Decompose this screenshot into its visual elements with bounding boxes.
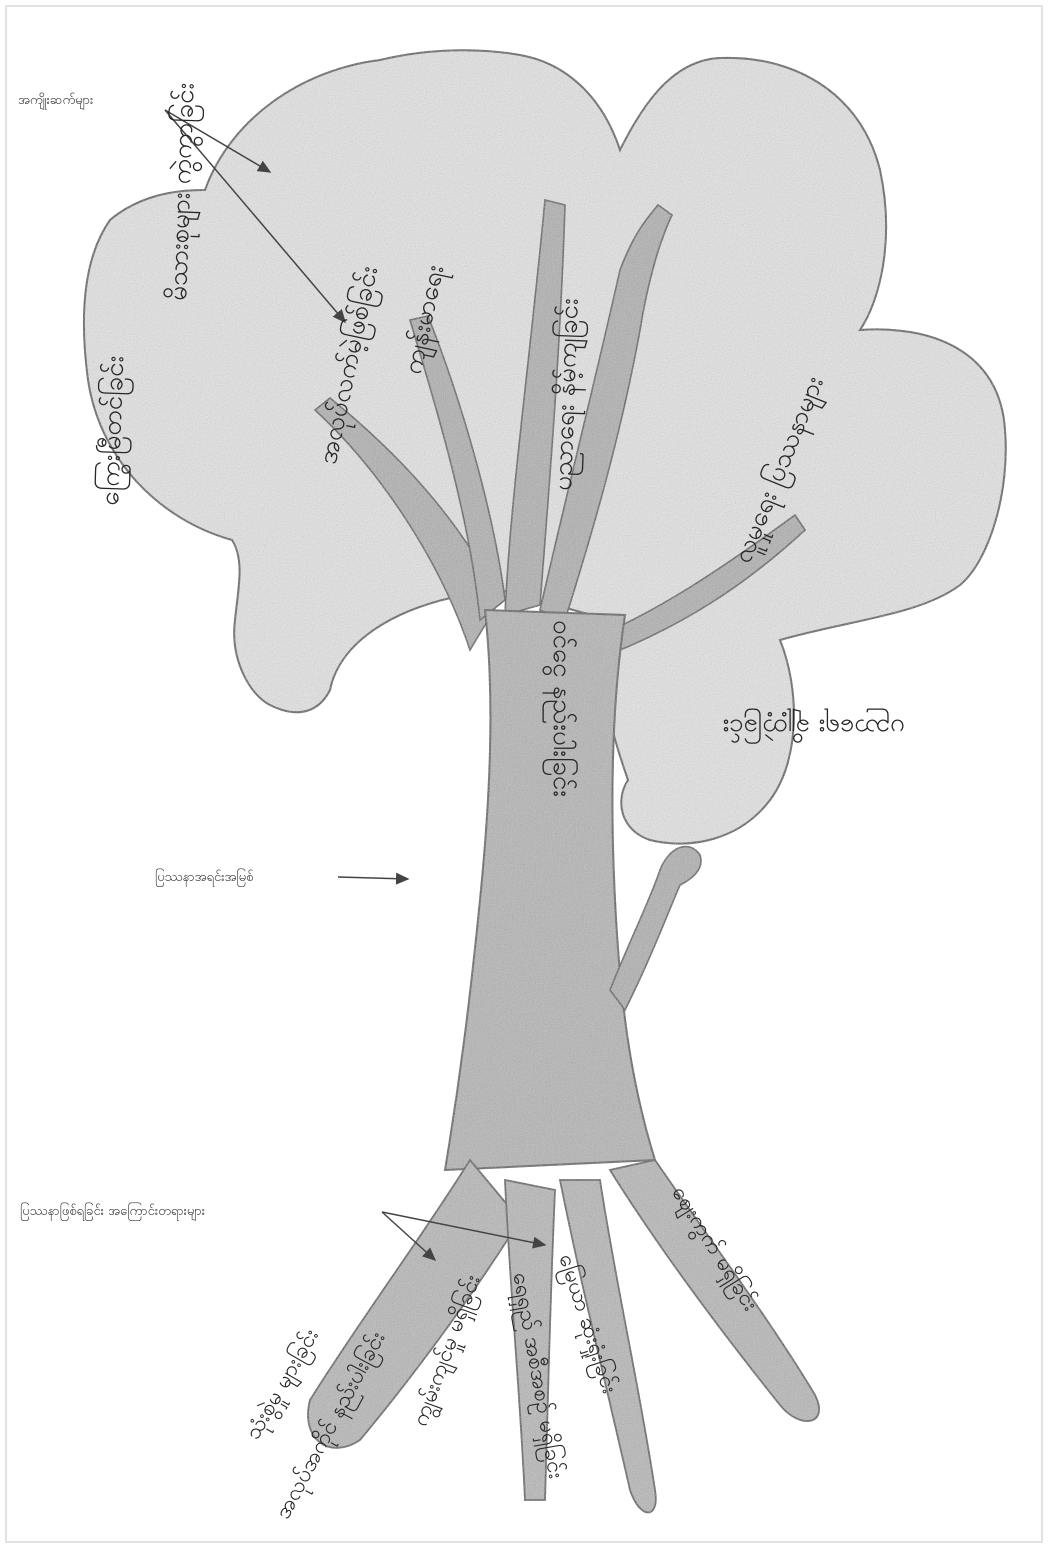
trunk-side-branch [610,847,701,1010]
root-far-right [610,1160,819,1421]
effects-label: အကျိုးဆက်များ [18,92,93,111]
leaf-label-5: ပညာရေး နိမ့်ကျခြင်း [545,298,591,492]
leaf-label-7: ပညာရေး ချို့တဲ့ခြင်း [723,707,905,746]
trunk-label: ဝင်ငွေ နည်းပါးခြင်း [541,620,580,797]
core-problem-arrow [338,877,408,879]
leaf-label-2: မိသားစုများ ကွဲကွာခြင်း [160,82,207,301]
causes-label: ပြဿနာဖြစ်ရခြင်း အကြောင်းတရားများ [20,1203,205,1222]
leaf-label-1: ကြွေးမြီတင်ခြင်း [92,355,136,506]
core-problem-label: ပြဿနာအရင်းအမြစ် [155,869,253,888]
